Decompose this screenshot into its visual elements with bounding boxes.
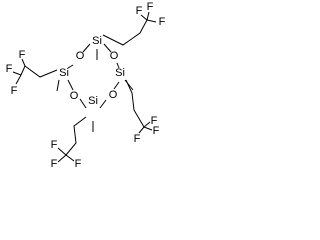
atom-o-top-left: O — [76, 50, 85, 62]
atom-f-left-3: F — [19, 49, 26, 61]
bond-cf-top-2 — [146, 11, 150, 21]
atom-f-left-1: F — [6, 63, 13, 75]
atom-f-right-1: F — [134, 133, 141, 145]
bond-chain-bottom — [65, 116, 87, 156]
bond-si4-o3 — [99, 99, 107, 109]
bond-cf-right-1 — [138, 126, 145, 134]
atom-o-bottom-left: O — [70, 90, 79, 102]
bonds — [12, 11, 157, 163]
atom-f-top-1: F — [136, 5, 143, 17]
atom-o-bottom-right: O — [109, 89, 118, 101]
bond-si2-o1 — [67, 64, 74, 69]
molecule-structure: Si Si Si Si O O O O F F F F F F F F F F … — [6, 1, 166, 169]
atom-f-right-2: F — [153, 125, 160, 137]
bond-chain-top — [102, 19, 148, 46]
bond-cf-left-3 — [21, 58, 26, 67]
bond-cf-right-3 — [143, 121, 151, 128]
atom-f-right-3: F — [151, 115, 158, 127]
bond-cf-bottom-1 — [57, 147, 67, 156]
atom-si-bottom: Si — [88, 95, 98, 107]
bond-cf-top-3 — [146, 19, 157, 23]
atom-si-left: Si — [59, 67, 69, 79]
bond-cf-bottom-3 — [57, 154, 67, 163]
bond-chain-left — [20, 65, 58, 78]
bond-si4-o4 — [79, 98, 87, 109]
bond-si2-methyl — [56, 79, 60, 92]
atom-f-top-3: F — [159, 16, 166, 28]
atom-si-right: Si — [115, 67, 125, 79]
atom-si-top: Si — [92, 35, 102, 47]
bond-cf-left-2 — [15, 74, 22, 85]
bond-si3-o2 — [116, 62, 120, 69]
bond-cf-top-1 — [140, 14, 148, 21]
bond-cf-bottom-2 — [65, 154, 75, 162]
atom-f-top-2: F — [147, 1, 154, 13]
atom-f-bottom-1: F — [51, 139, 58, 151]
atom-f-bottom-3: F — [51, 158, 58, 169]
atom-f-bottom-2: F — [75, 158, 82, 169]
bond-si1-o1 — [82, 43, 91, 53]
bond-chain-right — [125, 79, 145, 128]
bond-si1-o2 — [103, 43, 112, 53]
atom-labels: Si Si Si Si O O O O F F F F F F F F F F … — [6, 1, 166, 169]
bond-si2-o4 — [67, 79, 74, 91]
atom-f-left-2: F — [11, 85, 18, 97]
structure-canvas: Si Si Si Si O O O O F F F F F F F F F F … — [0, 0, 171, 169]
bond-cf-left-1 — [12, 71, 22, 76]
atom-o-top-right: O — [110, 50, 119, 62]
bond-si3-o3 — [113, 81, 120, 90]
bond-cf-right-2 — [143, 126, 153, 131]
